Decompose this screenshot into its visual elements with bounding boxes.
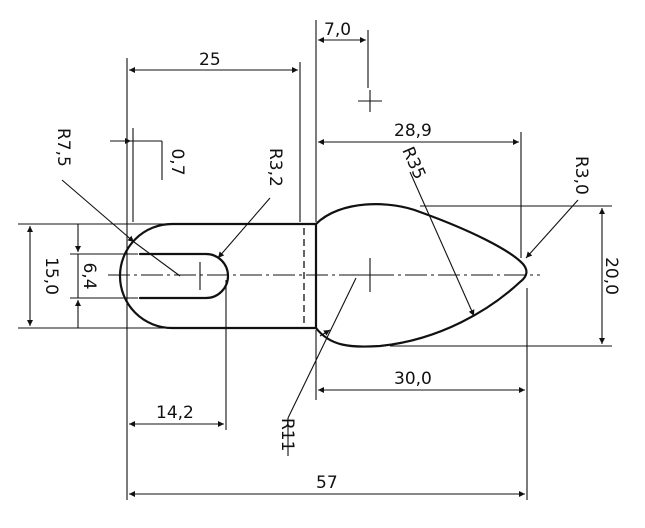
radius-outer-slot: R7,5: [53, 128, 73, 167]
radius-fillet: R11: [277, 418, 297, 451]
radius-tip: R3,0: [571, 156, 591, 195]
part-outline: [118, 203, 528, 348]
extension-lines: [18, 20, 612, 500]
dim-height-total: 15,0: [41, 257, 61, 295]
radius-bullet-arc: R35: [397, 144, 429, 183]
dimension-lines: [27, 37, 605, 497]
dim-hole-offset: 7,0: [324, 20, 351, 40]
dim-bullet-length-bottom: 30,0: [394, 369, 432, 389]
radius-inner-slot: R3,2: [265, 148, 285, 187]
radius-leaders: [61, 171, 579, 456]
dim-slot-height: 6,4: [79, 262, 99, 289]
dim-slot-length: 25: [199, 50, 221, 70]
dim-offset-small: 0,7: [167, 148, 187, 175]
dim-slot-width: 14,2: [156, 403, 194, 423]
dimension-labels: 25 7,0 28,9 30,0 14,2 57 15,0 6,4 20,0 0…: [41, 20, 621, 493]
dim-bullet-length-top: 28,9: [394, 121, 432, 141]
dim-bullet-height: 20,0: [601, 257, 621, 295]
center-lines: [108, 90, 540, 292]
dim-overall-length: 57: [316, 473, 338, 493]
